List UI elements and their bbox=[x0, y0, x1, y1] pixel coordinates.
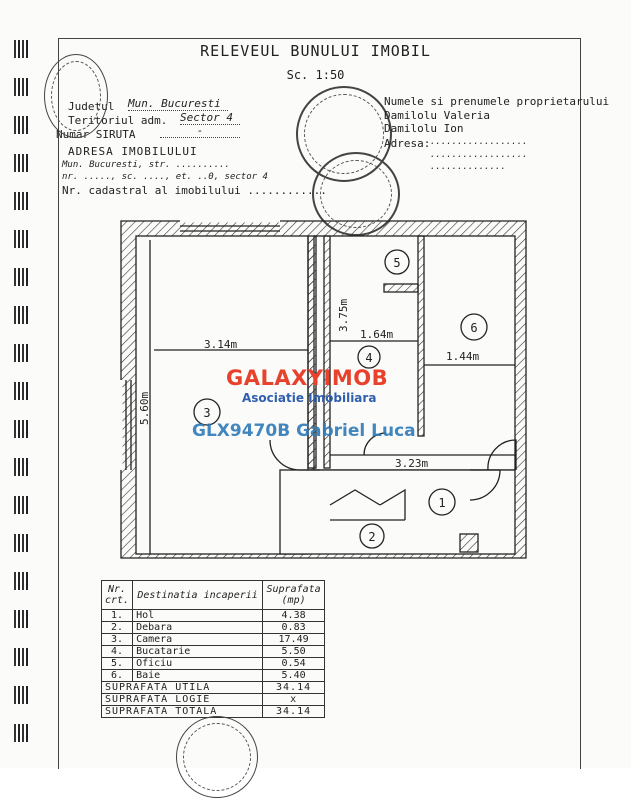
row-nr: 3. bbox=[100, 633, 134, 646]
table-row: 4. Bucatarie 5.50 bbox=[100, 645, 326, 658]
document-page: RELEVEUL BUNULUI IMOBIL Sc. 1:50 Judetul… bbox=[14, 38, 610, 798]
table-row: 1. Hol 4.38 bbox=[100, 609, 326, 622]
agency-subtitle: Asociatie Imobiliara bbox=[242, 391, 377, 405]
table-row: 2. Debara 0.83 bbox=[100, 621, 326, 634]
row-name: Baie bbox=[132, 669, 264, 682]
room-number-6: 6 bbox=[470, 321, 477, 335]
row-nr: 2. bbox=[100, 621, 134, 634]
row-name: Camera bbox=[132, 633, 264, 646]
teritoriu-value: Sector 4 bbox=[180, 111, 240, 125]
total-row-totala: SUPRAFATA TOTALA 34.14 bbox=[100, 705, 326, 718]
total-row-utila: SUPRAFATA UTILA 34.14 bbox=[100, 681, 326, 694]
owner-adresa-1: .................. bbox=[430, 137, 528, 147]
owner-adresa-2: .................. bbox=[430, 150, 528, 160]
total-value: x bbox=[262, 693, 326, 706]
total-row-logie: SUPRAFATA LOGIE x bbox=[100, 693, 326, 706]
row-area: 0.83 bbox=[262, 621, 326, 634]
owner-2: Damilolu Ion bbox=[384, 122, 464, 135]
owner-adresa-label: Adresa: bbox=[384, 137, 431, 150]
document-frame bbox=[58, 38, 581, 769]
row-nr: 6. bbox=[100, 669, 134, 682]
total-label: SUPRAFATA UTILA bbox=[100, 681, 264, 694]
dim-1-64: 1.64m bbox=[360, 328, 393, 341]
adresa-line2: nr. ....., sc. ...., et. ..0, sector 4 bbox=[62, 172, 268, 182]
header-suprafata: Suprafata (mp) bbox=[262, 580, 326, 610]
adresa-line1: Mun. Bucuresti, str. .......... bbox=[62, 160, 230, 170]
owner-label: Numele si prenumele proprietarului bbox=[384, 95, 610, 108]
owner-adresa-3: .............. bbox=[430, 162, 506, 172]
room-number-3: 3 bbox=[203, 406, 210, 420]
row-name: Debara bbox=[132, 621, 264, 634]
row-nr: 5. bbox=[100, 657, 134, 670]
row-area: 5.50 bbox=[262, 645, 326, 658]
judet-value: Mun. Bucuresti bbox=[128, 97, 228, 111]
total-value: 34.14 bbox=[262, 681, 326, 694]
dim-3-75: 3.75m bbox=[337, 299, 350, 332]
adresa-label: ADRESA IMOBILULUI bbox=[68, 145, 198, 158]
room-number-2: 2 bbox=[368, 530, 375, 544]
document-scale: Sc. 1:50 bbox=[286, 68, 345, 82]
header-destinatia: Destinatia incaperii bbox=[132, 580, 264, 610]
dim-5-60: 5.60m bbox=[138, 392, 151, 425]
room-number-1: 1 bbox=[438, 496, 445, 510]
bottom-stamp bbox=[176, 716, 258, 798]
numar-value: - bbox=[160, 124, 240, 138]
room-number-5: 5 bbox=[393, 256, 400, 270]
total-value: 34.14 bbox=[262, 705, 326, 718]
row-area: 0.54 bbox=[262, 657, 326, 670]
dim-1-44: 1.44m bbox=[446, 350, 479, 363]
row-nr: 1. bbox=[100, 609, 134, 622]
table-row: 3. Camera 17.49 bbox=[100, 633, 326, 646]
total-label: SUPRAFATA LOGIE bbox=[100, 693, 264, 706]
total-label: SUPRAFATA TOTALA bbox=[100, 705, 264, 718]
header-nr: Nr. crt. bbox=[100, 580, 134, 610]
document-title: RELEVEUL BUNULUI IMOBIL bbox=[200, 42, 431, 60]
row-area: 5.40 bbox=[262, 669, 326, 682]
table-row: 5. Oficiu 0.54 bbox=[100, 657, 326, 670]
floor-plan: 5 6 4 3 1 2 3.14m 5.60m 3.75m 1.64m 1.44… bbox=[119, 219, 527, 559]
table-row: 6. Baie 5.40 bbox=[100, 669, 326, 682]
dim-3-14: 3.14m bbox=[204, 338, 237, 351]
row-name: Bucatarie bbox=[132, 645, 264, 658]
binding-holes bbox=[14, 40, 36, 768]
row-name: Hol bbox=[132, 609, 264, 622]
agent-reference: GLX9470B Gabriel Luca bbox=[192, 421, 416, 441]
room-number-4: 4 bbox=[365, 351, 372, 365]
faint-stamp bbox=[44, 54, 108, 138]
row-area: 4.38 bbox=[262, 609, 326, 622]
row-area: 17.49 bbox=[262, 633, 326, 646]
galaxyimob-logo: GALAXYIMOB bbox=[226, 366, 389, 390]
dim-3-23: 3.23m bbox=[395, 457, 428, 470]
rooms-table: Nr. crt. Destinatia incaperii Suprafata … bbox=[100, 580, 326, 718]
row-nr: 4. bbox=[100, 645, 134, 658]
row-name: Oficiu bbox=[132, 657, 264, 670]
cadastral-label: Nr. cadastral al imobilului ............ bbox=[62, 184, 327, 197]
table-header-row: Nr. crt. Destinatia incaperii Suprafata … bbox=[100, 580, 326, 610]
owner-1: Damilolu Valeria bbox=[384, 109, 490, 122]
